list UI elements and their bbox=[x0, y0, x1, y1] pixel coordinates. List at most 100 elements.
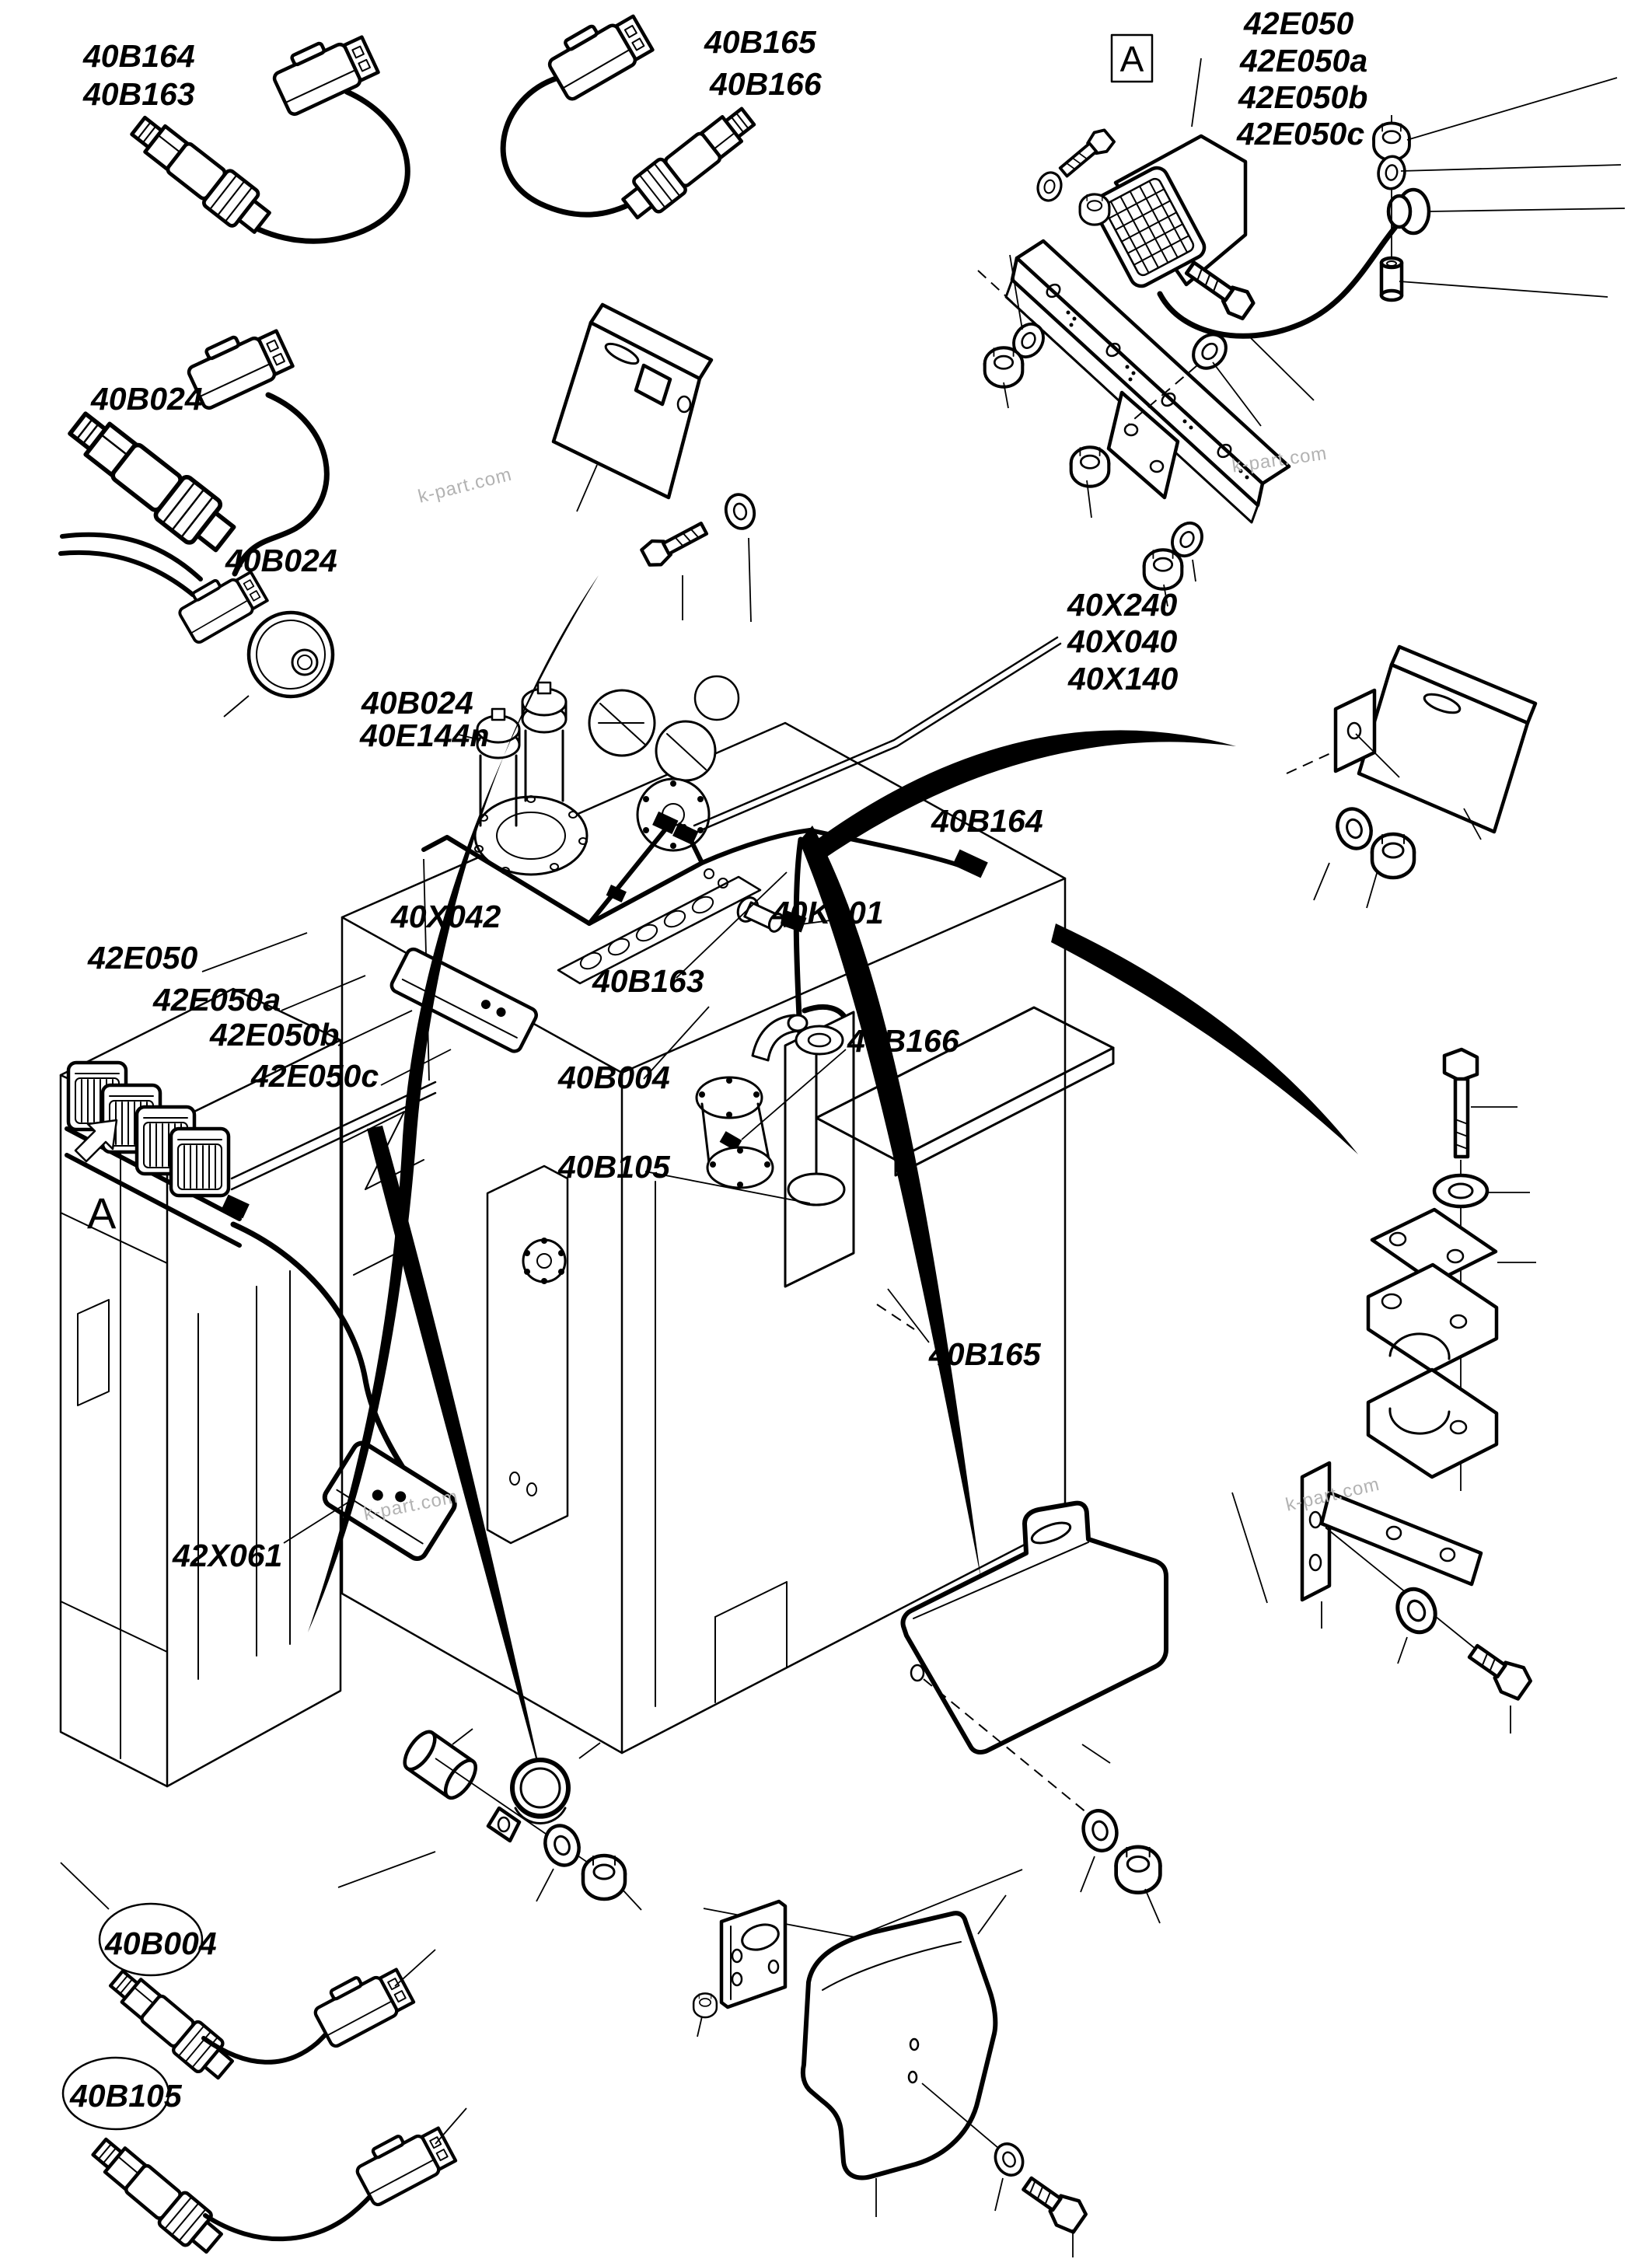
part-label-40B164-top: 40B164 bbox=[82, 38, 195, 74]
work-lamp-icon bbox=[171, 1129, 229, 1196]
lamp-harness-connector bbox=[222, 1194, 250, 1219]
part-label-40B166-mid: 40B166 bbox=[847, 1023, 960, 1059]
guard-shield bbox=[800, 1911, 998, 2180]
detail-top-bracket bbox=[551, 302, 760, 623]
fuel-sender-1 bbox=[476, 707, 521, 827]
connector bbox=[351, 2118, 457, 2206]
part-label-42E050-det: 42E050 bbox=[1243, 5, 1354, 41]
lock-nut bbox=[1078, 193, 1111, 226]
lock-nut bbox=[1116, 1847, 1161, 1893]
part-label-42E050c-det: 42E050c bbox=[1236, 116, 1364, 152]
junction-box-40X042 bbox=[389, 947, 538, 1053]
cab-window bbox=[77, 1299, 110, 1406]
view-direction-arrow-icon bbox=[74, 1119, 118, 1163]
part-label-40B165-mid: 40B165 bbox=[928, 1336, 1042, 1372]
flanged-cylinder bbox=[695, 1076, 774, 1189]
elbow-pipe bbox=[751, 1014, 809, 1062]
bolt bbox=[1182, 257, 1256, 321]
spacer-sleeve bbox=[1381, 258, 1402, 300]
part-label-40B163-top: 40B163 bbox=[82, 76, 195, 112]
part-label-42E050a-det: 42E050a bbox=[1239, 43, 1367, 79]
part-label-42E050a-left: 42E050a bbox=[152, 982, 281, 1018]
washer bbox=[721, 490, 760, 533]
part-label-40B024-3: 40B024 bbox=[361, 685, 473, 721]
detail-lamp-assembly-A: A bbox=[1033, 33, 1626, 339]
part-label-40B165-top: 40B165 bbox=[704, 24, 817, 60]
part-label-42E050-left: 42E050 bbox=[87, 940, 198, 976]
part-label-42X061: 42X061 bbox=[172, 1538, 282, 1573]
spacer-sleeve bbox=[403, 1730, 477, 1800]
part-label-40B105-circ: 40B105 bbox=[69, 2078, 183, 2114]
lock-nut bbox=[985, 347, 1023, 386]
main-wiring-harness bbox=[421, 636, 1062, 1216]
disc-plug bbox=[246, 610, 335, 699]
part-label-42E050b-det: 42E050b bbox=[1238, 79, 1367, 115]
detail-cable-40B024 bbox=[61, 319, 330, 577]
instrument-strip bbox=[557, 868, 762, 985]
clamp-cover-plate bbox=[1370, 1207, 1498, 1285]
part-labels-layer: 40B16440B16340B16540B16642E05042E050a42E… bbox=[69, 5, 1367, 2114]
lock-nut bbox=[1372, 121, 1411, 162]
detail-cable-40B004-circled bbox=[60, 1851, 436, 2085]
lamp-harness-cable bbox=[230, 1221, 429, 1505]
detail-cable-40B105-circled bbox=[61, 2056, 467, 2259]
washer bbox=[1079, 1807, 1121, 1854]
part-label-42E050b-left: 42E050b bbox=[209, 1017, 339, 1053]
small-nut bbox=[692, 1992, 718, 2019]
cable bbox=[203, 2179, 386, 2242]
part-label-40B163-mid: 40B163 bbox=[592, 963, 704, 999]
rubber-clamp bbox=[486, 1758, 571, 1843]
lamp-cable bbox=[1157, 219, 1402, 339]
hex-bolt-short bbox=[1467, 1643, 1532, 1701]
washer bbox=[1374, 153, 1409, 192]
sensor-40B166-position bbox=[719, 1131, 742, 1151]
detail-clamp-stack bbox=[1366, 1047, 1536, 1491]
washer bbox=[1332, 804, 1376, 853]
pump-flange bbox=[636, 777, 711, 852]
connector bbox=[543, 5, 654, 101]
swoosh-right-up bbox=[815, 730, 1236, 863]
part-label-40B004-circ: 40B004 bbox=[104, 1926, 217, 1961]
hex-bolt-long bbox=[1442, 1047, 1479, 1159]
clamp-half-bottom bbox=[1366, 1367, 1499, 1479]
view-A-box bbox=[1110, 33, 1154, 83]
block-flange bbox=[522, 1238, 567, 1283]
right-tower bbox=[784, 1006, 1115, 1288]
part-label-40B164-mid: 40B164 bbox=[931, 803, 1043, 839]
lock-nut bbox=[1071, 447, 1109, 486]
detail-plug-40B024 bbox=[58, 532, 481, 741]
pressure-sensor bbox=[86, 2131, 228, 2259]
part-label-40X140: 40X140 bbox=[1067, 661, 1179, 697]
part-label-40E144n: 40E144n bbox=[359, 718, 489, 753]
cable bbox=[500, 75, 655, 218]
detail-bracket-shield bbox=[692, 1894, 1088, 2257]
detail-cable-40B165 bbox=[500, 5, 760, 225]
swoosh-bottom-left bbox=[367, 1126, 544, 1789]
harness-connector-40B164 bbox=[952, 849, 988, 878]
bolt bbox=[641, 517, 710, 570]
leaders-40X bbox=[201, 871, 930, 1544]
u-bracket bbox=[719, 1899, 788, 2009]
part-label-40K601: 40K601 bbox=[771, 895, 884, 930]
pressure-sensor bbox=[125, 109, 276, 240]
fuel-sender-2 bbox=[521, 681, 568, 802]
part-label-40X042: 40X042 bbox=[390, 899, 501, 934]
washer bbox=[540, 1821, 584, 1870]
tank-side-block bbox=[486, 1164, 569, 1545]
lock-nut bbox=[1372, 834, 1414, 878]
swoosh-mid-right bbox=[1051, 924, 1358, 1154]
cable bbox=[232, 392, 330, 577]
flat-washer bbox=[1432, 1173, 1490, 1209]
detail-guard-plate bbox=[703, 1492, 1268, 1938]
watermark-0: k-part.com bbox=[416, 464, 514, 508]
part-label-40X040: 40X040 bbox=[1067, 623, 1178, 659]
lock-nut bbox=[1144, 550, 1182, 588]
tank-top-caps bbox=[588, 675, 740, 852]
lamp-lens bbox=[1091, 166, 1207, 288]
label-ellipse-40B105 bbox=[61, 2056, 170, 2131]
washer bbox=[1391, 1583, 1442, 1638]
washer bbox=[1033, 169, 1066, 204]
part-label-40B024-1: 40B024 bbox=[90, 381, 203, 417]
